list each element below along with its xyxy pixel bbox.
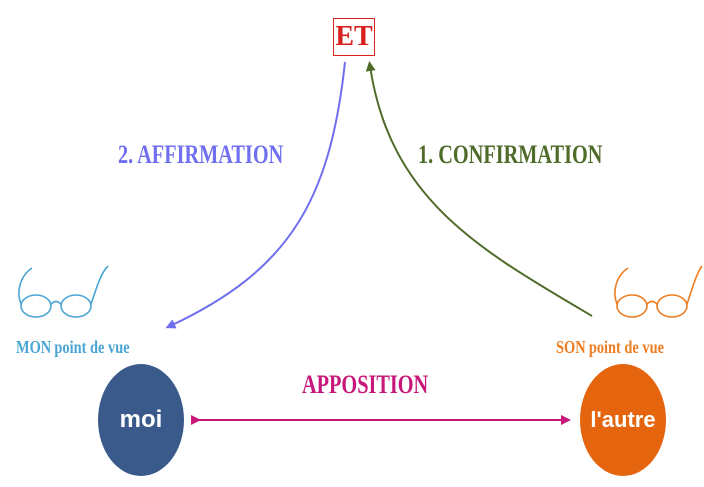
- affirmation-label: 2. AFFIRMATION: [118, 140, 284, 169]
- autre-label: l'autre: [590, 407, 656, 432]
- their-label: SON: [556, 337, 586, 357]
- apposition-label: APPOSITION: [302, 370, 429, 399]
- affirmation-arrow: [165, 61, 346, 329]
- my-label: MON: [16, 337, 52, 357]
- confirmation-label: 1. CONFIRMATION: [418, 140, 603, 169]
- et-box: ET: [333, 18, 375, 56]
- glasses-icon: [614, 265, 703, 318]
- moi-circle: moi: [98, 364, 184, 476]
- glasses-icon: [18, 265, 109, 318]
- confirmation-arrow: [365, 61, 593, 317]
- moi-label: moi: [119, 406, 163, 433]
- point-de-vue-text: point de vue: [588, 337, 665, 357]
- autre-circle: l'autre: [580, 364, 666, 476]
- point-de-vue-text: point de vue: [54, 337, 130, 357]
